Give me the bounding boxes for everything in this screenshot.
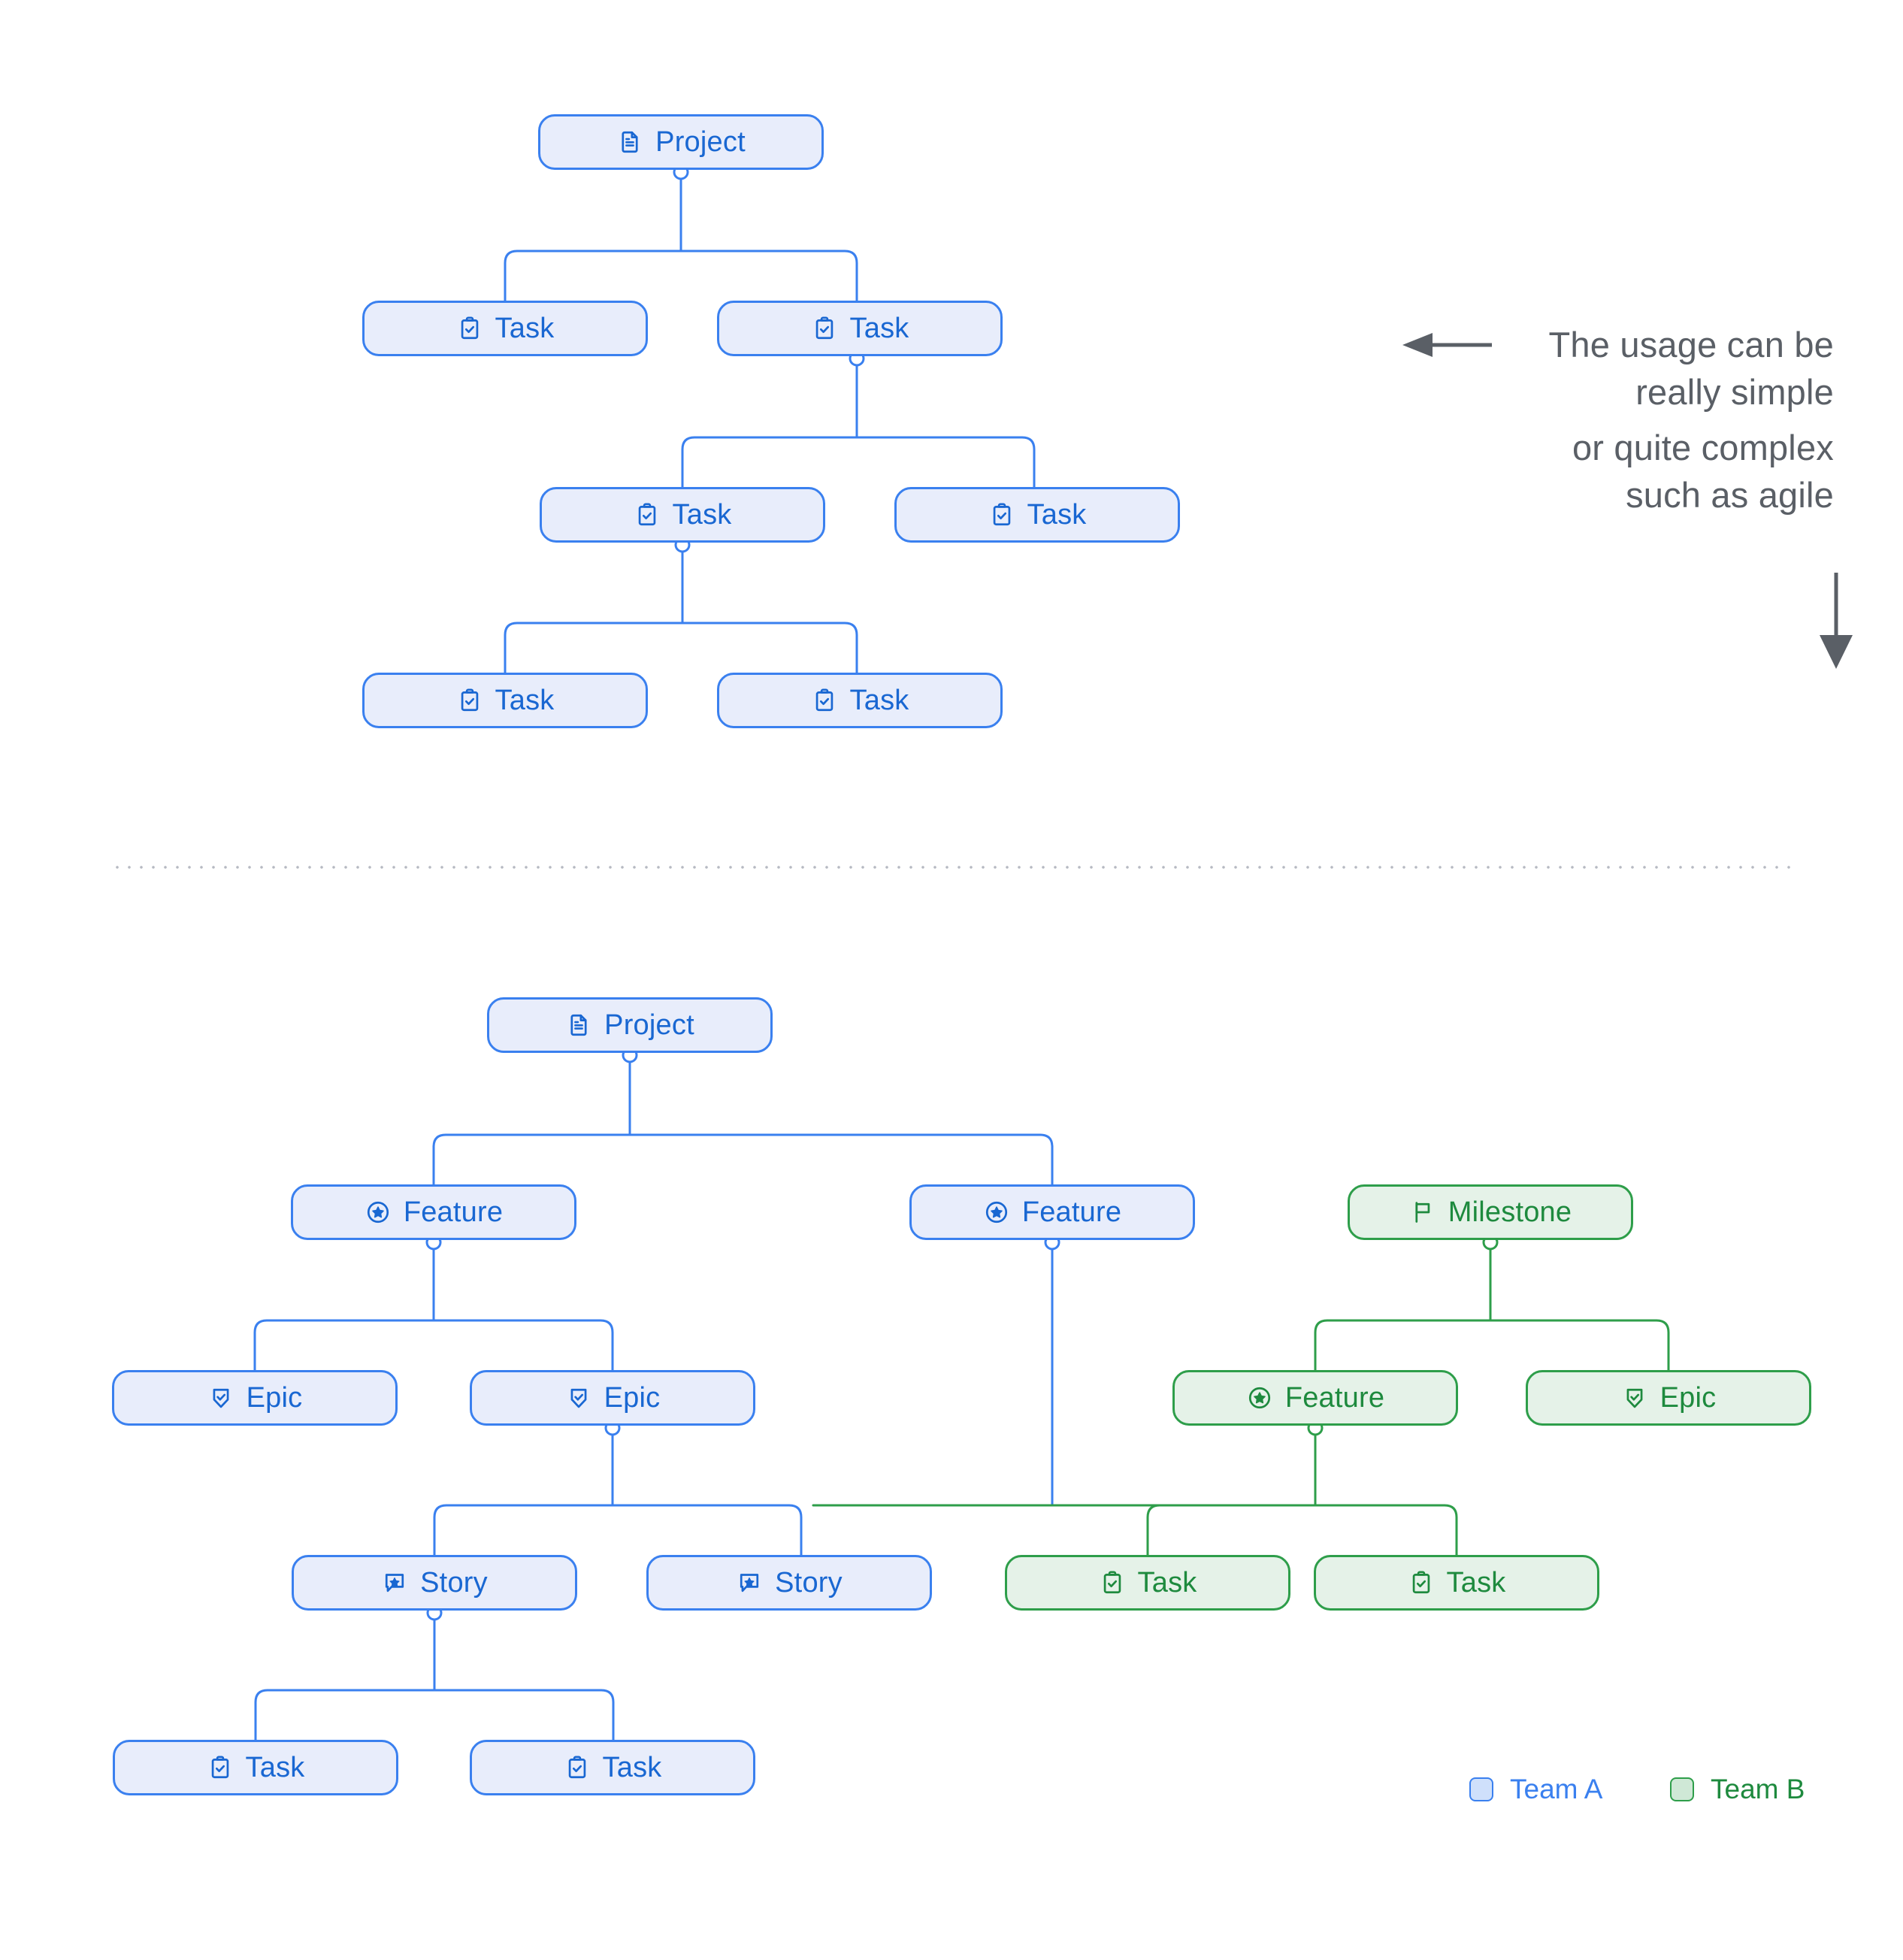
legend-item-team-a[interactable]: Team A	[1469, 1774, 1602, 1805]
node-task-agile-green-2[interactable]: Task	[1314, 1555, 1599, 1611]
node-story-agile-1[interactable]: Story	[292, 1555, 577, 1611]
node-label: Feature	[1021, 1196, 1122, 1228]
node-label: Feature	[403, 1196, 504, 1228]
node-label: Milestone	[1448, 1196, 1572, 1228]
node-epic-agile-2[interactable]: Epic	[470, 1370, 755, 1426]
annotation-line-4: such as agile	[1626, 474, 1834, 515]
node-label: Task	[1137, 1567, 1197, 1599]
node-label: Epic	[246, 1382, 303, 1414]
node-task-simple-5[interactable]: Task	[362, 673, 648, 728]
node-label: Story	[775, 1567, 843, 1599]
legend-swatch-icon	[1469, 1777, 1493, 1801]
edge-s0-children	[504, 173, 858, 302]
task-clipboard-icon	[456, 315, 483, 342]
edge-a3-children	[1314, 1243, 1670, 1372]
node-feature-agile-2[interactable]: Feature	[909, 1184, 1195, 1240]
epic-shield-icon	[1621, 1384, 1648, 1411]
arrow-down-icon	[1820, 573, 1853, 669]
feature-star-icon	[1246, 1384, 1273, 1411]
legend-swatch-icon	[1670, 1777, 1694, 1801]
node-label: Task	[495, 313, 555, 344]
annotation-text: The usage can be really simple or quite …	[1473, 322, 1834, 519]
section-divider	[111, 866, 1795, 869]
node-task-agile-green-1[interactable]: Task	[1005, 1555, 1290, 1611]
node-label: Task	[672, 499, 732, 531]
epic-shield-icon	[565, 1384, 592, 1411]
node-task-simple-3[interactable]: Task	[540, 487, 825, 543]
node-task-simple-4[interactable]: Task	[894, 487, 1180, 543]
annotation-line-3: or quite complex	[1572, 428, 1834, 467]
node-milestone-agile[interactable]: Milestone	[1348, 1184, 1633, 1240]
node-label: Task	[495, 685, 555, 716]
feature-star-icon	[365, 1199, 392, 1226]
task-clipboard-icon	[456, 687, 483, 714]
legend-label: Team B	[1711, 1774, 1805, 1804]
edge-s3-children	[504, 546, 858, 674]
edge-a5-children	[433, 1429, 803, 1556]
feature-star-icon	[983, 1199, 1010, 1226]
node-feature-agile-1[interactable]: Feature	[291, 1184, 576, 1240]
task-clipboard-icon	[1408, 1569, 1435, 1596]
task-clipboard-icon	[634, 501, 661, 528]
node-label: Story	[420, 1567, 488, 1599]
edge-s2-children	[681, 359, 1036, 488]
edge-a1-children	[253, 1243, 614, 1372]
node-label: Epic	[604, 1382, 661, 1414]
node-feature-agile-3[interactable]: Feature	[1172, 1370, 1458, 1426]
edge-a8-children	[254, 1614, 615, 1741]
node-label: Project	[655, 126, 746, 158]
edge-anchor-dots-agile-blue	[425, 1047, 1060, 1621]
node-label: Epic	[1659, 1382, 1717, 1414]
task-clipboard-icon	[207, 1754, 234, 1781]
node-project-agile[interactable]: Project	[487, 997, 773, 1053]
epic-shield-icon	[207, 1384, 234, 1411]
node-label: Task	[849, 313, 909, 344]
task-clipboard-icon	[1099, 1569, 1126, 1596]
node-task-simple-6[interactable]: Task	[717, 673, 1003, 728]
document-icon	[616, 129, 643, 156]
node-task-simple-1[interactable]: Task	[362, 301, 648, 356]
legend-label: Team A	[1510, 1774, 1603, 1804]
edge-a6-children	[812, 1429, 1458, 1556]
node-epic-agile-1[interactable]: Epic	[112, 1370, 398, 1426]
task-clipboard-icon	[988, 501, 1015, 528]
edge-a0-children	[432, 1056, 1054, 1186]
node-story-agile-2[interactable]: Story	[646, 1555, 932, 1611]
node-task-simple-2[interactable]: Task	[717, 301, 1003, 356]
task-clipboard-icon	[811, 315, 838, 342]
node-label: Project	[604, 1009, 694, 1041]
annotation-line-2: really simple	[1635, 371, 1834, 412]
node-task-agile-blue-2[interactable]: Task	[470, 1740, 755, 1795]
node-project-simple[interactable]: Project	[538, 114, 824, 170]
task-clipboard-icon	[811, 687, 838, 714]
annotation-line-1: The usage can be	[1548, 325, 1834, 364]
node-label: Task	[849, 685, 909, 716]
document-icon	[565, 1012, 592, 1039]
node-label: Task	[245, 1752, 305, 1783]
node-task-agile-blue-1[interactable]: Task	[113, 1740, 398, 1795]
node-label: Task	[1446, 1567, 1506, 1599]
node-epic-agile-3[interactable]: Epic	[1526, 1370, 1811, 1426]
milestone-flag-icon	[1409, 1199, 1436, 1226]
story-bubble-icon	[736, 1569, 763, 1596]
story-bubble-icon	[381, 1569, 408, 1596]
node-label: Task	[602, 1752, 662, 1783]
task-clipboard-icon	[564, 1754, 591, 1781]
legend-item-team-b[interactable]: Team B	[1670, 1774, 1805, 1805]
node-label: Feature	[1284, 1382, 1385, 1414]
node-label: Task	[1027, 499, 1087, 531]
